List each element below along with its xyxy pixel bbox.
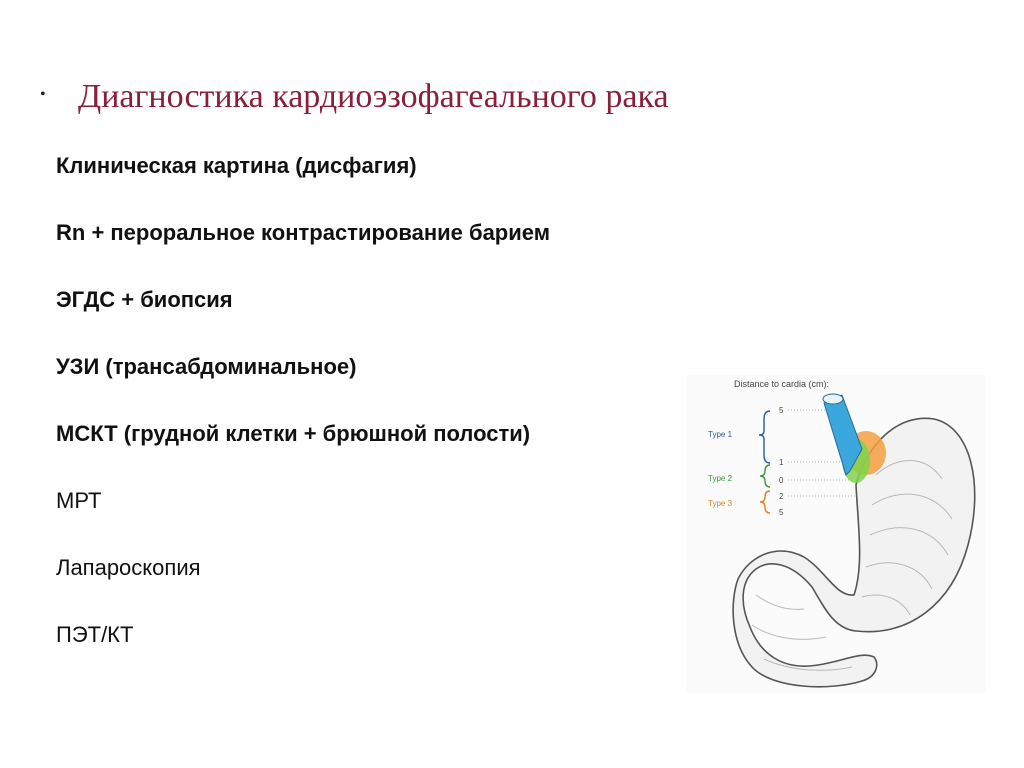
list-item: Rn + пероральное контрастирование барием: [56, 220, 550, 245]
mucosa-fold: [865, 562, 933, 590]
type-3-label: Type 3: [708, 499, 733, 508]
list-item: ПЭТ/КТ: [56, 622, 134, 647]
slide-title: Диагностика кардиоэзофагеального рака: [78, 78, 669, 115]
stomach-svg: Distance to cardia (cm): 5 1 0 2 5 Type …: [686, 375, 986, 693]
list-item: МСКТ (грудной клетки + брюшной полости): [56, 421, 531, 446]
stomach-diagram: Distance to cardia (cm): 5 1 0 2 5 Type …: [686, 375, 986, 693]
esophagus-opening: [822, 393, 844, 405]
diagnostics-list: Клиническая картина (дисфагия) Rn + перо…: [56, 149, 550, 685]
mucosa-fold: [755, 594, 805, 610]
type-2-label: Type 2: [708, 474, 733, 483]
list-item: МРТ: [56, 488, 102, 513]
list-item: Лапароскопия: [56, 555, 201, 580]
list-item: ЭГДС + биопсия: [56, 287, 233, 312]
scale-label-5-bottom: 5: [779, 508, 784, 517]
figure-caption: Distance to cardia (cm):: [734, 379, 829, 389]
mucosa-fold: [871, 493, 953, 520]
scale-label-2: 2: [779, 492, 784, 501]
mucosa-fold: [861, 594, 911, 616]
scale-label-5-top: 5: [779, 406, 784, 415]
scale-label-1: 1: [779, 458, 784, 467]
stomach-outline: [732, 417, 976, 688]
list-item: Клиническая картина (дисфагия): [56, 153, 417, 178]
mucosa-fold: [875, 460, 943, 480]
mucosa-fold: [763, 658, 853, 671]
mucosa-fold: [869, 527, 949, 556]
scale-label-0: 0: [779, 476, 784, 485]
type-1-label: Type 1: [708, 430, 733, 439]
type-2-bracket: [759, 464, 771, 488]
type-3-bracket: [759, 490, 771, 514]
list-item: УЗИ (трансабдоминальное): [56, 354, 357, 379]
title-bullet: •: [40, 86, 46, 103]
mucosa-fold: [751, 624, 827, 640]
type-1-bracket: [758, 410, 771, 464]
